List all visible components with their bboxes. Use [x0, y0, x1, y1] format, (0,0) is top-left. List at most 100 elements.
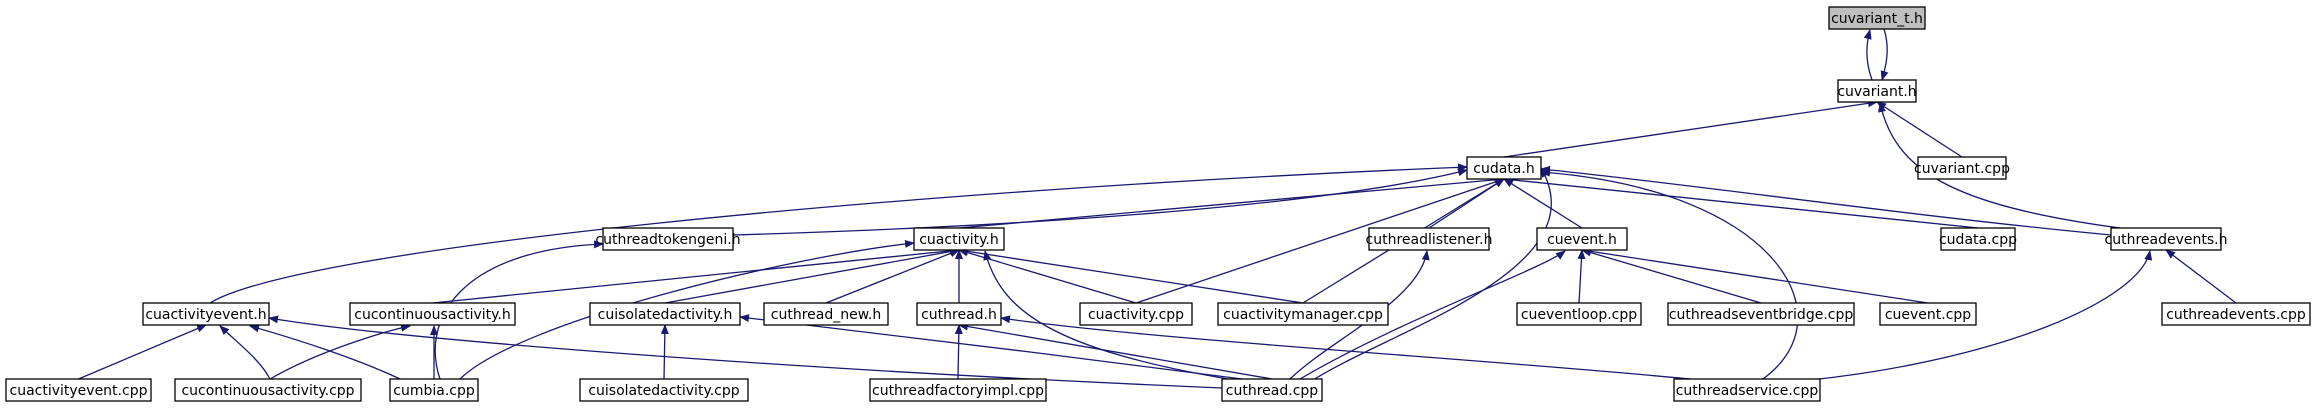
edge-cudata_cpp-to-cudata_h	[1503, 175, 1979, 229]
node-cuvariant-h[interactable]: cuvariant.h	[1837, 79, 1917, 103]
edge-cuvariant_t_h-to-cuvariant_h	[1880, 28, 1889, 81]
node-cucontinuousactivity-h[interactable]: cucontinuousactivity.h	[349, 302, 516, 326]
node-box	[763, 302, 889, 326]
edge-cumbia_cpp-to-cuthreadtokengeni_h	[434, 240, 604, 380]
node-label: cuisolatedactivity.cpp	[588, 383, 739, 399]
node-cuthreadtokengeni-h[interactable]: cuthreadtokengeni.h	[595, 227, 741, 251]
edge-cuthread_cpp-to-cuactivityevent_h	[268, 315, 1223, 389]
node-label: cuthreadfactoryimpl.cpp	[872, 383, 1044, 399]
edge-cuactivityevent_cpp-to-cuactivityevent_h	[78, 324, 207, 380]
edge-cucontinuousactivity_cpp-to-cucontinuousactivity_h	[269, 323, 411, 380]
node-label: cucontinuousactivity.cpp	[181, 383, 354, 399]
node-box	[5, 378, 152, 402]
node-cuthreadlistener-h[interactable]: cuthreadlistener.h	[1366, 227, 1493, 251]
node-cuisolatedactivity-cpp[interactable]: cuisolatedactivity.cpp	[579, 378, 749, 402]
node-cuthread-new-h[interactable]: cuthread_new.h	[763, 302, 889, 326]
node-label: cuthreadevents.cpp	[2166, 307, 2306, 323]
edge-cueventloop_cpp-to-cuevent_h	[1577, 249, 1586, 304]
node-cuthreadevents-h[interactable]: cuthreadevents.h	[2105, 227, 2228, 251]
node-box	[142, 302, 270, 326]
edge-cuthreadfactoryimpl_cpp-to-cuthread_h	[954, 324, 963, 380]
node-label: cuactivitymanager.cpp	[1223, 307, 1383, 323]
node-box	[1837, 79, 1917, 103]
node-box	[1828, 6, 1926, 30]
edge-cuevent_cpp-to-cuevent_h	[1581, 247, 1929, 304]
node-box	[1466, 156, 1542, 180]
node-label: cuvariant_t.h	[1831, 11, 1923, 27]
edge-cuactivity_cpp-to-cuactivity_h	[958, 248, 1137, 304]
node-cuthreadevents-cpp[interactable]: cuthreadevents.cpp	[2161, 302, 2311, 326]
node-cudata-h[interactable]: cudata.h	[1466, 156, 1542, 180]
node-label: cuthread.cpp	[1226, 383, 1318, 399]
node-box	[869, 378, 1047, 402]
node-cuthreadservice-cpp[interactable]: cuthreadservice.cpp	[1673, 378, 1821, 402]
edge-cucontinuousactivity_h-to-cuactivity_h	[432, 246, 960, 304]
edge-cuthreadevents_h-to-cudata_h	[1540, 165, 2112, 236]
node-label: cumbia.cpp	[393, 383, 475, 399]
node-cuthread-cpp[interactable]: cuthread.cpp	[1221, 378, 1323, 402]
node-cuthread-h[interactable]: cuthread.h	[916, 302, 1002, 326]
edge-cuevent_h-to-cudata_h	[1503, 178, 1583, 229]
node-box	[1368, 227, 1490, 251]
node-cuevent-h[interactable]: cuevent.h	[1536, 227, 1628, 251]
node-box	[589, 302, 741, 326]
node-label: cuvariant.cpp	[1914, 161, 2010, 177]
node-box	[349, 302, 516, 326]
node-cueventloop-cpp[interactable]: cueventloop.cpp	[1516, 302, 1642, 326]
edge-cuthread_new_h-to-cuactivity_h	[825, 249, 960, 304]
node-cuthreadseventbridge-cpp[interactable]: cuthreadseventbridge.cpp	[1667, 302, 1855, 326]
node-label: cuactivityevent.h	[145, 307, 266, 323]
node-cuevent-cpp[interactable]: cuevent.cpp	[1879, 302, 1977, 326]
node-label: cuthread_new.h	[771, 307, 881, 323]
node-cuactivitymanager-cpp[interactable]: cuactivitymanager.cpp	[1217, 302, 1389, 326]
node-cudata-cpp[interactable]: cudata.cpp	[1939, 227, 2017, 251]
node-cucontinuousactivity-cpp[interactable]: cucontinuousactivity.cpp	[174, 378, 362, 402]
node-label: cuactivity.h	[919, 232, 999, 248]
node-cuactivityevent-h[interactable]: cuactivityevent.h	[142, 302, 270, 326]
edge-cuthreadservice_cpp-to-cuthreadevents_h	[1809, 250, 2153, 381]
node-label: cuthreadseventbridge.cpp	[1669, 307, 1854, 323]
node-label: cueventloop.cpp	[1521, 307, 1637, 323]
node-box	[602, 227, 734, 251]
node-cuvariant-cpp[interactable]: cuvariant.cpp	[1914, 156, 2010, 180]
node-box	[1079, 302, 1193, 326]
node-box	[1879, 302, 1977, 326]
node-label: cuevent.cpp	[1885, 307, 1971, 323]
node-cuvariant-t-h[interactable]: cuvariant_t.h	[1828, 6, 1926, 30]
node-cuisolatedactivity-h[interactable]: cuisolatedactivity.h	[589, 302, 741, 326]
edge-cuthread_cpp-to-cuthread_h	[958, 322, 1273, 380]
node-box	[1516, 302, 1642, 326]
edge-cuactivity_h-to-cudata_h	[958, 175, 1505, 229]
edge-cuisolatedactivity_cpp-to-cuisolatedactivity_h	[660, 324, 669, 380]
edge-cuactivityevent_h-to-cudata_h	[209, 163, 1468, 304]
node-box	[916, 302, 1002, 326]
edge-cuvariant_h-to-cuvariant_t_h	[1863, 29, 1873, 81]
edge-cuthreadservice_cpp-to-cudata_h	[1540, 168, 1799, 382]
node-box	[2161, 302, 2311, 326]
edge-cuthreadseventbridge_cpp-to-cuevent_h	[1581, 248, 1762, 304]
node-cuactivity-cpp[interactable]: cuactivity.cpp	[1079, 302, 1193, 326]
node-box	[2110, 227, 2222, 251]
edge-cuthread_cpp-to-cuactivity_h	[983, 250, 1241, 382]
node-cumbia-cpp[interactable]: cumbia.cpp	[389, 378, 479, 402]
node-label: cuthread.h	[921, 307, 997, 323]
node-label: cuthreadtokengeni.h	[595, 232, 740, 248]
node-label: cuvariant.h	[1837, 84, 1916, 100]
node-label: cuisolatedactivity.h	[598, 307, 733, 323]
node-label: cuthreadlistener.h	[1366, 232, 1493, 248]
node-box	[174, 378, 362, 402]
node-box	[1217, 302, 1389, 326]
edge-cuthread_cpp-to-cudata_h	[1309, 167, 1552, 383]
node-cuactivityevent-cpp[interactable]: cuactivityevent.cpp	[5, 378, 152, 402]
nodes-layer: cuvariant_t.h cuvariant.h cudata.h cuvarian…	[5, 6, 2311, 402]
edge-cucontinuousactivity_cpp-to-cuactivityevent_h	[219, 325, 271, 380]
edge-cumbia_cpp-to-cuactivityevent_h	[249, 324, 401, 380]
edge-cudata_h-to-cuvariant_h	[1503, 99, 1878, 158]
node-box	[1917, 156, 2007, 180]
edge-cuactivitymanager_cpp-to-cuactivity_h	[958, 247, 1304, 304]
node-box	[389, 378, 479, 402]
node-label: cuactivityevent.cpp	[10, 383, 148, 399]
node-cuthreadfactoryimpl-cpp[interactable]: cuthreadfactoryimpl.cpp	[869, 378, 1047, 402]
node-cuactivity-h[interactable]: cuactivity.h	[913, 227, 1005, 251]
